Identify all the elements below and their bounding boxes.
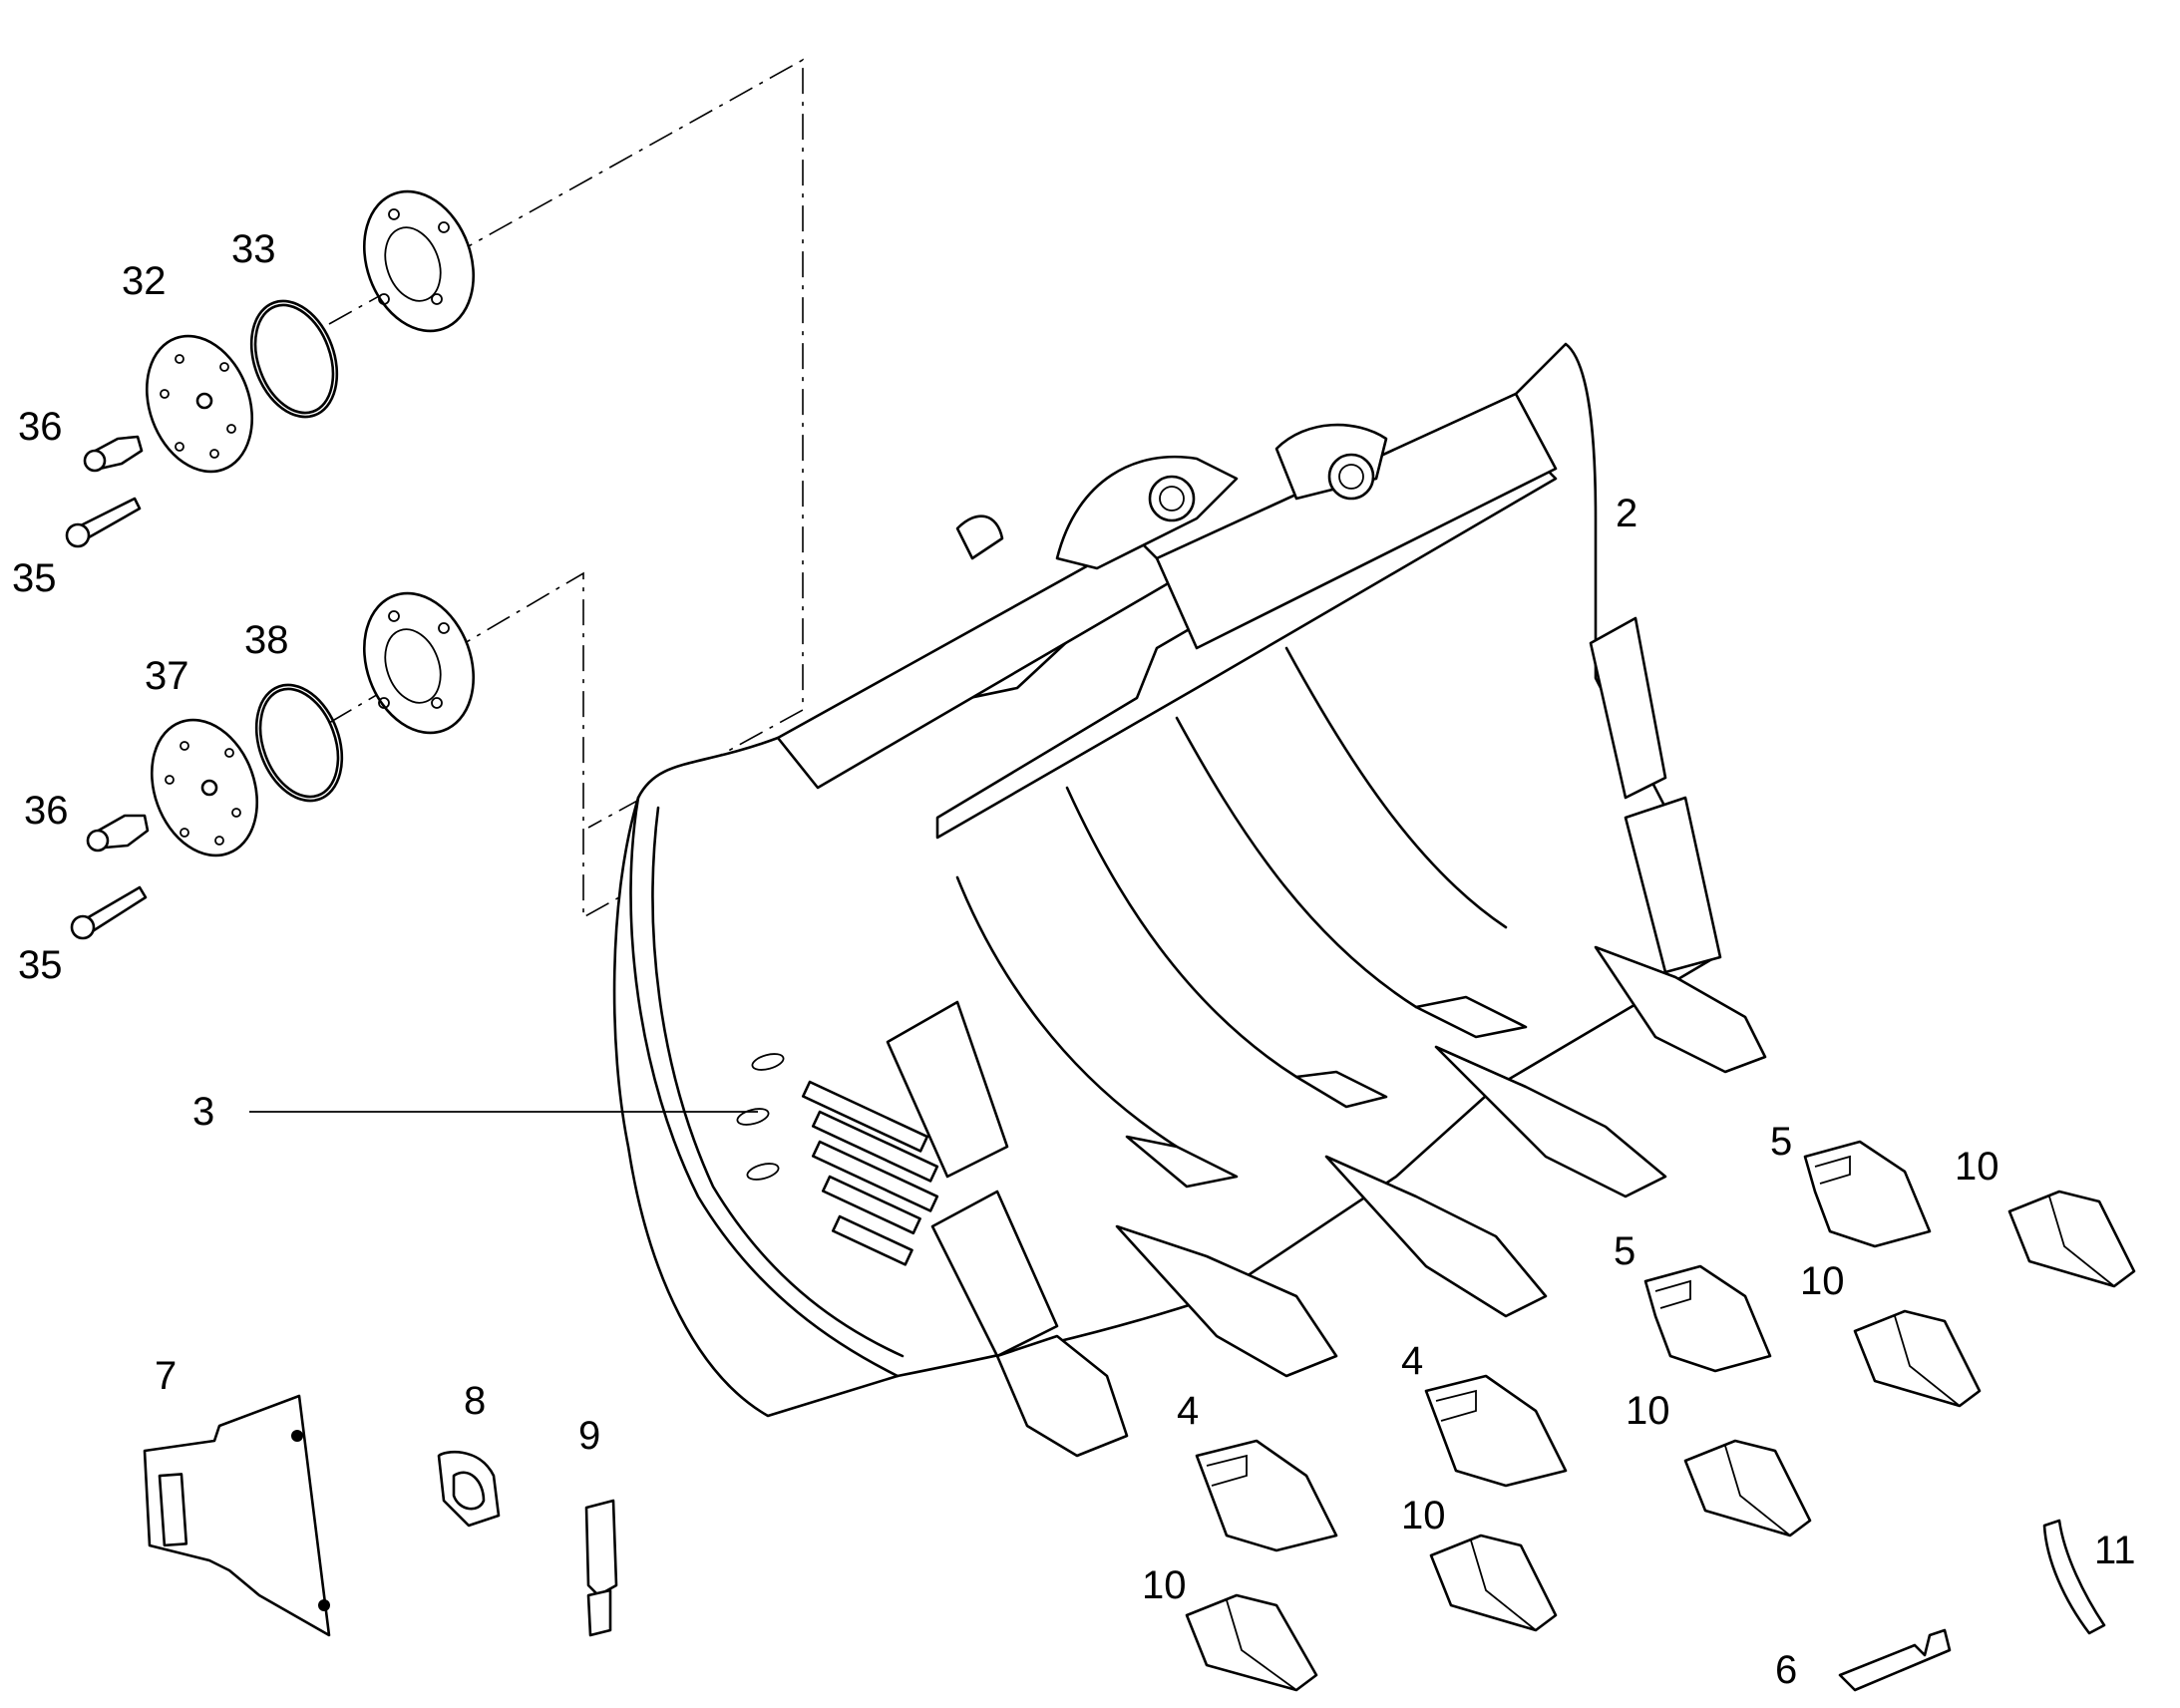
tooth-tip-5 [2007,1190,2136,1288]
callout-10b: 10 [1401,1494,1446,1537]
adapter-part-c [1643,1264,1772,1373]
lower-grease-nipple [86,814,150,853]
callout-35a: 35 [12,556,57,600]
lower-bolt [70,885,148,940]
callout-35b: 35 [18,943,63,987]
lower-cover-plate [150,718,259,857]
adapter-part-b [1424,1374,1568,1488]
upper-cover-plate [145,334,254,474]
callout-4a: 4 [1177,1389,1200,1433]
callout-37: 37 [145,654,189,698]
callout-4b: 4 [1401,1339,1424,1383]
callout-9: 9 [578,1414,601,1458]
callout-2: 2 [1616,492,1638,535]
lock-part [1838,1628,1952,1692]
upper-bolt [65,497,142,548]
tooth-tip-2 [1429,1534,1558,1632]
callout-11: 11 [2094,1529,2136,1572]
side-cutter-part [143,1394,331,1637]
lower-o-ring [254,683,344,803]
adapter-part-d [1803,1140,1932,1248]
callout-32: 32 [122,259,167,303]
callout-10c: 10 [1626,1389,1670,1433]
tooth-tip-1 [1185,1593,1318,1692]
adapter-part-a [1195,1439,1338,1552]
upper-grease-nipple [83,435,144,473]
lock-pin-part [584,1499,618,1637]
callout-5b: 5 [1770,1120,1793,1164]
bucket-body [612,342,1722,1418]
tooth-tip-4 [1853,1309,1982,1408]
callout-10e: 10 [1955,1145,1999,1189]
pin-part [2042,1519,2106,1635]
callout-3: 3 [192,1090,215,1134]
lower-bushing-ring [362,591,476,735]
retainer-part [437,1450,501,1528]
callout-33: 33 [231,227,276,271]
callout-38: 38 [244,618,289,662]
callout-6: 6 [1775,1648,1798,1692]
callout-5a: 5 [1614,1229,1636,1273]
upper-bushing-ring [362,189,476,333]
callout-36b: 36 [24,789,69,833]
callout-36a: 36 [18,405,63,449]
callout-10d: 10 [1800,1259,1845,1303]
callout-7: 7 [155,1354,178,1398]
callout-8: 8 [464,1379,487,1423]
tooth-tip-3 [1683,1439,1812,1537]
callout-10a: 10 [1142,1563,1187,1607]
bucket-adapters [995,945,1767,1458]
upper-o-ring [249,299,339,419]
